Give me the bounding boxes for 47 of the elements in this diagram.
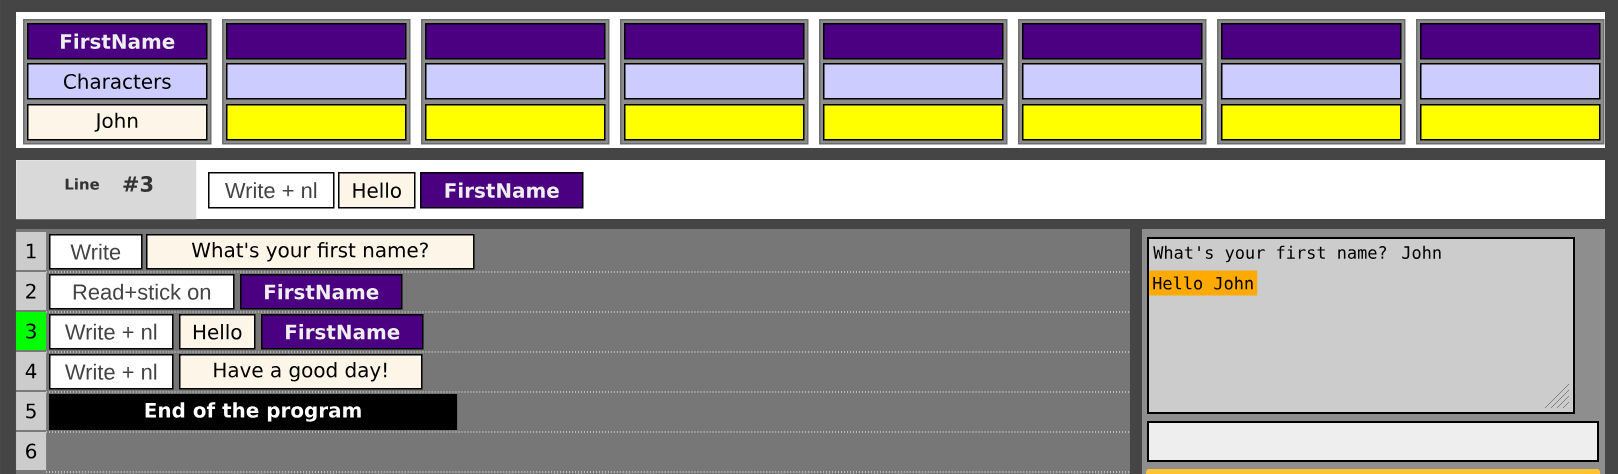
variable-name-cell	[1221, 23, 1402, 60]
line-number: 1	[16, 232, 47, 271]
text-block: Hello	[179, 314, 256, 350]
variable-type-cell	[226, 63, 407, 100]
text-block: Hello	[338, 172, 416, 209]
command-block: Write + nl	[208, 172, 335, 209]
variable-type-cell: Characters	[27, 63, 208, 100]
input-field	[1147, 421, 1599, 462]
variable-value-cell	[1221, 104, 1402, 141]
variable-name-cell	[823, 23, 1004, 60]
line-label: Line #3	[16, 160, 197, 220]
variable-value-cell	[823, 104, 1004, 141]
variable-block: FirstName	[240, 274, 403, 310]
variable-type-cell	[425, 63, 606, 100]
variable-name-cell: FirstName	[27, 23, 208, 60]
variable-name-cell	[1022, 23, 1203, 60]
variable-value-cell	[1022, 104, 1203, 141]
line-number: 2	[16, 272, 47, 311]
command-block: Write + nl	[49, 314, 174, 350]
variable-value-cell	[624, 104, 805, 141]
variable-value-cell: John	[27, 104, 208, 141]
line-number: 6	[16, 432, 47, 471]
command-block: Write	[49, 234, 143, 270]
variable-name-cell	[1420, 23, 1601, 60]
command-block: Read+stick on	[49, 274, 235, 310]
variable-type-cell	[624, 63, 805, 100]
text-block: Have a good day!	[179, 354, 423, 390]
variable-type-cell	[1221, 63, 1402, 100]
text-block: What's your first name?	[146, 234, 475, 270]
variable-name-cell	[624, 23, 805, 60]
end-block: End of the program	[49, 394, 458, 431]
variable-block: FirstName	[261, 314, 424, 350]
line-number: 3	[16, 312, 47, 351]
command-block: Write + nl	[49, 354, 174, 390]
variable-name-cell	[425, 23, 606, 60]
variable-value-cell	[425, 104, 606, 141]
line-number: 5	[16, 392, 47, 431]
button-bar	[1146, 469, 1601, 474]
output-area: What's your first name? John Hello John	[1147, 237, 1575, 414]
variable-name-cell	[226, 23, 407, 60]
line-number: 4	[16, 352, 47, 391]
variable-type-cell	[823, 63, 1004, 100]
variable-block: FirstName	[420, 172, 584, 209]
variable-type-cell	[1420, 63, 1601, 100]
variable-type-cell	[1022, 63, 1203, 100]
variable-value-cell	[226, 104, 407, 141]
variable-value-cell	[1420, 104, 1601, 141]
